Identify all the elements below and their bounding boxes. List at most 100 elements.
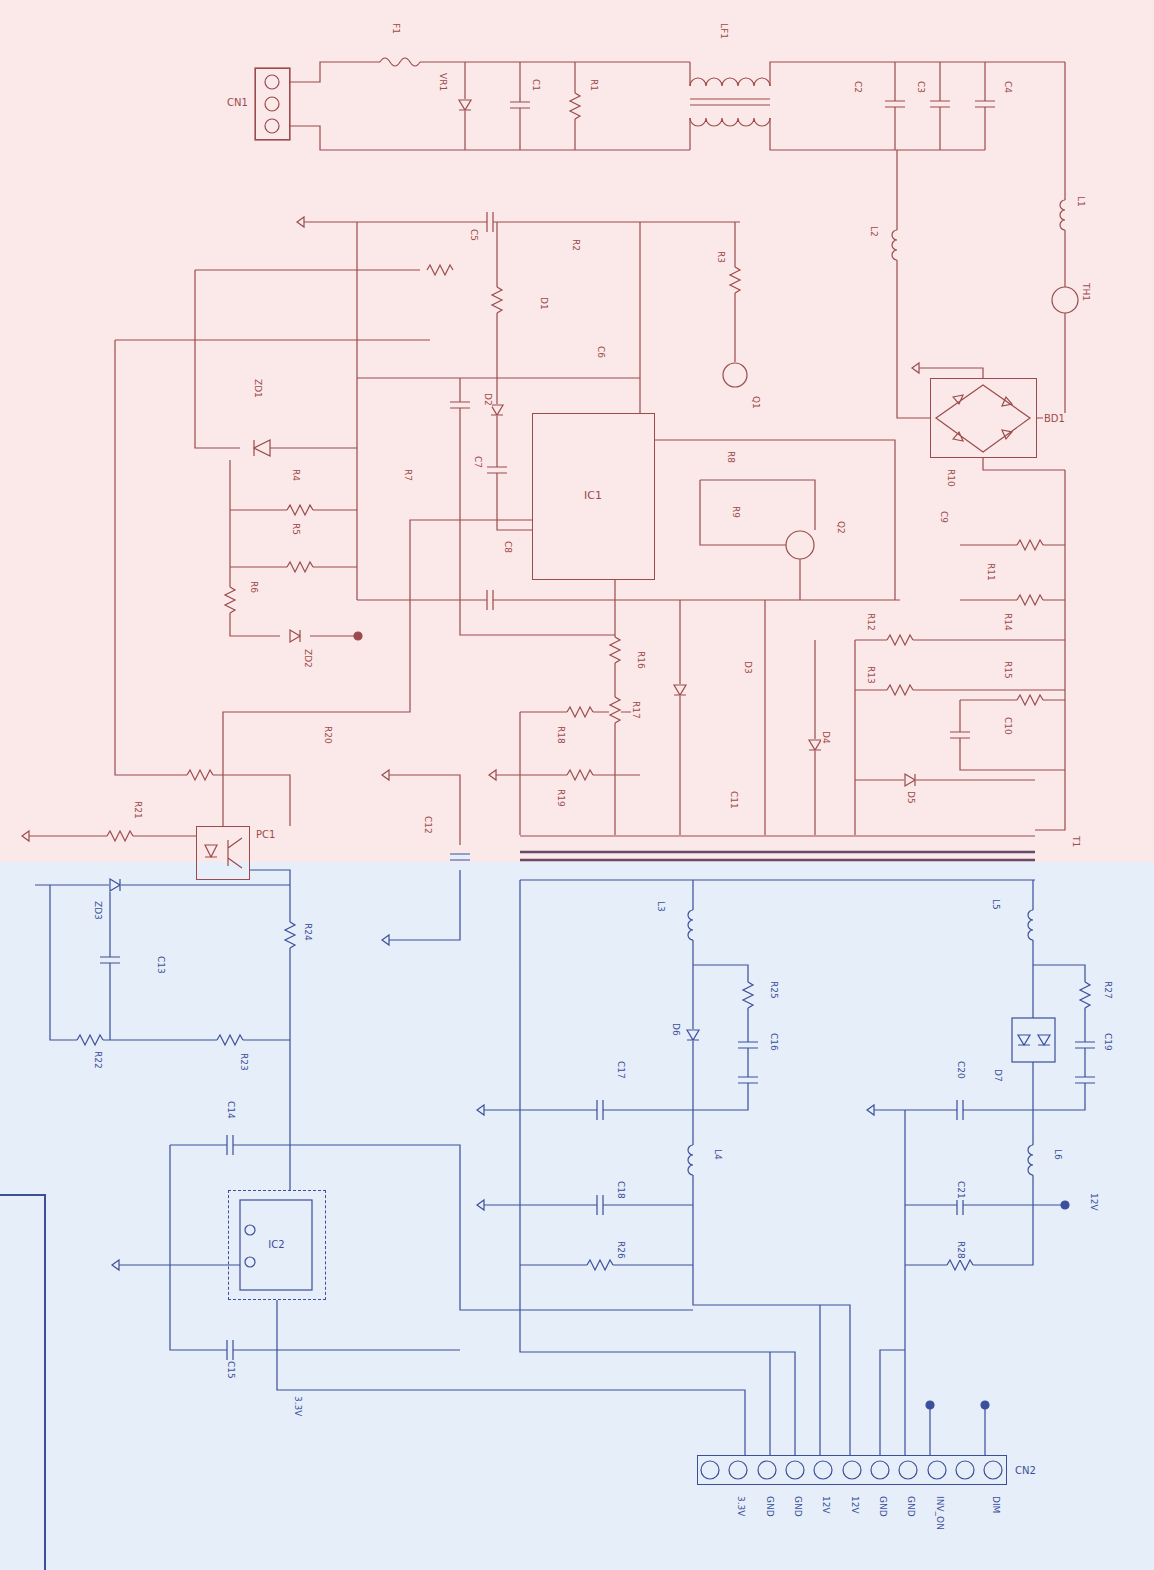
capacitor-symbol bbox=[597, 1195, 603, 1215]
part-label: L4 bbox=[713, 1148, 722, 1161]
resistor-symbol bbox=[1017, 539, 1043, 551]
part-label: D3 bbox=[743, 660, 752, 675]
part-label: R26 bbox=[616, 1240, 625, 1260]
part-reference: CN1 bbox=[226, 97, 249, 108]
inductor-symbol bbox=[1058, 200, 1070, 230]
resistor-symbol bbox=[427, 264, 453, 276]
test-point bbox=[354, 632, 362, 640]
test-point bbox=[981, 1401, 989, 1409]
resistor-symbol bbox=[609, 637, 621, 663]
capacitor-symbol bbox=[510, 102, 530, 108]
part-label: F1 bbox=[391, 22, 400, 35]
primary-ground bbox=[0, 0, 1154, 862]
regulator-pin bbox=[245, 1257, 255, 1267]
capacitor-symbol bbox=[738, 1077, 758, 1083]
part-label: C15 bbox=[226, 1360, 235, 1380]
part-label: R17 bbox=[631, 700, 640, 720]
pin-label: GND bbox=[793, 1495, 802, 1518]
part-label: R14 bbox=[1003, 612, 1012, 632]
capacitor-symbol bbox=[487, 467, 507, 473]
connector-pin bbox=[814, 1461, 832, 1479]
transistor-symbol bbox=[723, 363, 747, 387]
part-label: LF1 bbox=[719, 22, 728, 40]
connector-pin bbox=[758, 1461, 776, 1479]
resistor-symbol bbox=[107, 830, 133, 842]
connector-pin bbox=[928, 1461, 946, 1479]
diode-symbol bbox=[904, 773, 916, 787]
part-label: ZD3 bbox=[93, 900, 102, 921]
part-reference: BD1 bbox=[1043, 413, 1066, 424]
regulator-body bbox=[240, 1200, 312, 1290]
resistor-symbol bbox=[569, 93, 581, 119]
part-label: R15 bbox=[1003, 660, 1012, 680]
bridge-box: BD1 bbox=[930, 378, 1037, 458]
pin-label: 3.3V bbox=[736, 1495, 745, 1517]
part-label: R20 bbox=[323, 725, 332, 745]
pin-label: INV_ON bbox=[935, 1495, 944, 1531]
transistor-symbol bbox=[786, 531, 814, 559]
resistor-symbol bbox=[287, 561, 313, 573]
part-label: R27 bbox=[1103, 980, 1112, 1000]
part-label: VR1 bbox=[438, 72, 447, 92]
pin-label: GND bbox=[878, 1495, 887, 1518]
part-label: D2 bbox=[483, 392, 492, 407]
capacitor-symbol bbox=[885, 101, 905, 107]
connector-body bbox=[255, 68, 290, 140]
part-label: R5 bbox=[291, 522, 300, 536]
part-label: R11 bbox=[986, 562, 995, 582]
ground-symbol bbox=[22, 831, 35, 841]
diode-symbol bbox=[808, 739, 822, 751]
diode-symbol bbox=[673, 684, 687, 696]
ground-symbol bbox=[477, 1200, 490, 1210]
capacitor-symbol bbox=[227, 1340, 233, 1360]
connector-pin bbox=[871, 1461, 889, 1479]
part-label: R25 bbox=[769, 980, 778, 1000]
wire-connector bbox=[277, 1300, 745, 1455]
resistor-symbol bbox=[887, 684, 913, 696]
connector-pin bbox=[843, 1461, 861, 1479]
part-reference: CN2 bbox=[1014, 1465, 1037, 1476]
inductor-symbol bbox=[686, 910, 698, 940]
pin-label: GND bbox=[765, 1495, 774, 1518]
resistor-symbol bbox=[491, 287, 503, 313]
resistor-symbol bbox=[224, 587, 236, 613]
part-reference: IC1 bbox=[584, 490, 602, 502]
resistor-symbol bbox=[284, 922, 296, 948]
wire bbox=[35, 222, 1065, 845]
capacitor-symbol bbox=[487, 212, 493, 232]
thermistor-symbol bbox=[1052, 287, 1078, 313]
part-label: 3.3V bbox=[293, 1395, 302, 1417]
part-label: R1 bbox=[589, 78, 598, 92]
capacitor-symbol bbox=[450, 854, 470, 860]
resistor-symbol bbox=[187, 769, 213, 781]
part-reference: IC2 bbox=[268, 1239, 284, 1250]
connector-pin bbox=[956, 1461, 974, 1479]
part-label: C21 bbox=[956, 1180, 965, 1200]
part-label: C13 bbox=[156, 955, 165, 975]
part-label: C6 bbox=[596, 345, 605, 359]
diode-symbol bbox=[686, 1029, 700, 1041]
ground-symbol bbox=[912, 363, 925, 373]
resistor-symbol bbox=[887, 634, 913, 646]
part-label: C10 bbox=[1003, 716, 1012, 736]
part-label: D6 bbox=[671, 1022, 680, 1037]
part-label: R7 bbox=[403, 468, 412, 482]
regulator-pin bbox=[245, 1225, 255, 1235]
part-label: C7 bbox=[473, 455, 482, 469]
board-outline bbox=[0, 1195, 45, 1570]
part-label: C17 bbox=[616, 1060, 625, 1080]
part-label: L6 bbox=[1053, 1148, 1062, 1161]
part-label: R22 bbox=[93, 1050, 102, 1070]
connector-pin bbox=[899, 1461, 917, 1479]
part-label: R4 bbox=[291, 468, 300, 482]
diode-symbol bbox=[1017, 1034, 1031, 1046]
part-label: C9 bbox=[939, 510, 948, 524]
ground-symbol bbox=[867, 1105, 880, 1115]
capacitor-symbol bbox=[975, 101, 995, 107]
part-label: R21 bbox=[133, 800, 142, 820]
part-label: C1 bbox=[531, 78, 540, 92]
resistor-symbol bbox=[1017, 594, 1043, 606]
resistor-symbol bbox=[742, 982, 754, 1008]
